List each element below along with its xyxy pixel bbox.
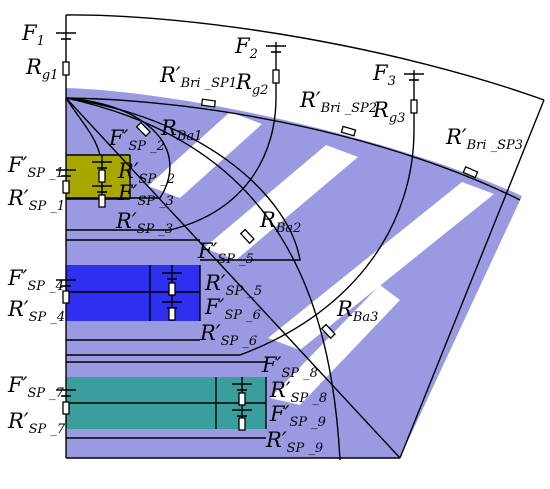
label-RBriSP2: R′Bri _SP2 [299, 88, 377, 116]
resistor-RBriSP1 [200, 98, 217, 108]
resistor-RBriSP3 [462, 165, 479, 179]
resistor-RSP1 [62, 180, 70, 194]
label-RSP1: R′SP _1 [7, 186, 65, 214]
label-RSP3: R′SP _3 [115, 209, 173, 237]
label-RSP7: R′SP _7 [7, 409, 66, 437]
source-FSP2 [92, 161, 112, 169]
label-RSP4: R′SP _4 [7, 297, 65, 325]
label-RBa2: RBa2 [259, 208, 301, 236]
label-F3: F3 [372, 61, 396, 89]
resistor-RSP3 [98, 194, 106, 208]
resistor-RSP9 [238, 417, 246, 431]
label-F1: F1 [21, 21, 45, 49]
label-Rg1: Rg1 [25, 55, 58, 83]
label-RBa1: RBa1 [160, 116, 202, 144]
source-FSP1 [56, 169, 76, 177]
label-F2: F2 [234, 34, 258, 62]
resistor-RBa3 [320, 323, 336, 340]
source-FSP3 [92, 185, 112, 193]
resistor-RSP8 [238, 392, 246, 406]
resistor-RSP6 [168, 307, 176, 321]
source-FSP9 [232, 409, 252, 417]
label-FSP7: F′SP _7 [7, 373, 65, 401]
label-RBriSP3: R′Bri _SP3 [445, 125, 523, 153]
resistor-RSP4 [62, 290, 70, 304]
label-FSP1: F′SP _1 [7, 153, 64, 181]
reluctances [62, 61, 479, 431]
source-FSP5 [162, 272, 182, 280]
label-FSP9: F′SP _9 [269, 402, 326, 430]
resistor-RBa1 [135, 121, 151, 137]
label-RSP6: R′SP _6 [199, 321, 257, 349]
label-FSP8: F′SP _8 [261, 353, 318, 381]
resistor-RSP5 [168, 282, 176, 296]
label-RSP9: R′SP _9 [265, 428, 323, 456]
mmf-sources [56, 32, 424, 417]
source-F1 [56, 32, 76, 40]
label-RBa3: RBa3 [336, 297, 378, 325]
resistor-Rg2 [272, 69, 280, 84]
resistor-Rg3 [410, 99, 418, 114]
resistor-RBa2 [239, 228, 255, 245]
label-FSP4: F′SP _4 [7, 266, 64, 294]
label-Rg3: Rg3 [372, 98, 405, 126]
resistor-Rg1 [62, 61, 70, 76]
source-FSP4 [56, 279, 76, 287]
flux-barrier-1 [148, 112, 262, 198]
label-RSP2: R′SP _2 [117, 159, 175, 187]
labels: F1 Rg1 F2 Rg2 F3 Rg3 R′Bri _SP1 R′Bri _S… [7, 21, 523, 456]
source-F2 [266, 45, 286, 53]
source-FSP7 [56, 389, 76, 397]
source-FSP8 [232, 383, 252, 391]
label-FSP6: F′SP _6 [204, 295, 261, 323]
resistor-RSP7 [62, 401, 70, 415]
label-Rg2: Rg2 [235, 70, 268, 98]
resistor-RBriSP2 [340, 125, 357, 137]
label-FSP5: F′SP _5 [197, 239, 254, 267]
magnet-block-2 [66, 265, 200, 321]
label-RSP5: R′SP _5 [204, 271, 262, 299]
flux-barrier-4 [270, 285, 400, 405]
label-RSP8: R′SP _8 [269, 378, 327, 406]
label-FSP3: F′SP _3 [117, 181, 174, 209]
resistor-RSP2 [98, 169, 106, 183]
source-F3 [404, 73, 424, 81]
label-RBriSP1: R′Bri _SP1 [159, 63, 237, 91]
label-FSP2: F′SP _2 [108, 126, 165, 154]
